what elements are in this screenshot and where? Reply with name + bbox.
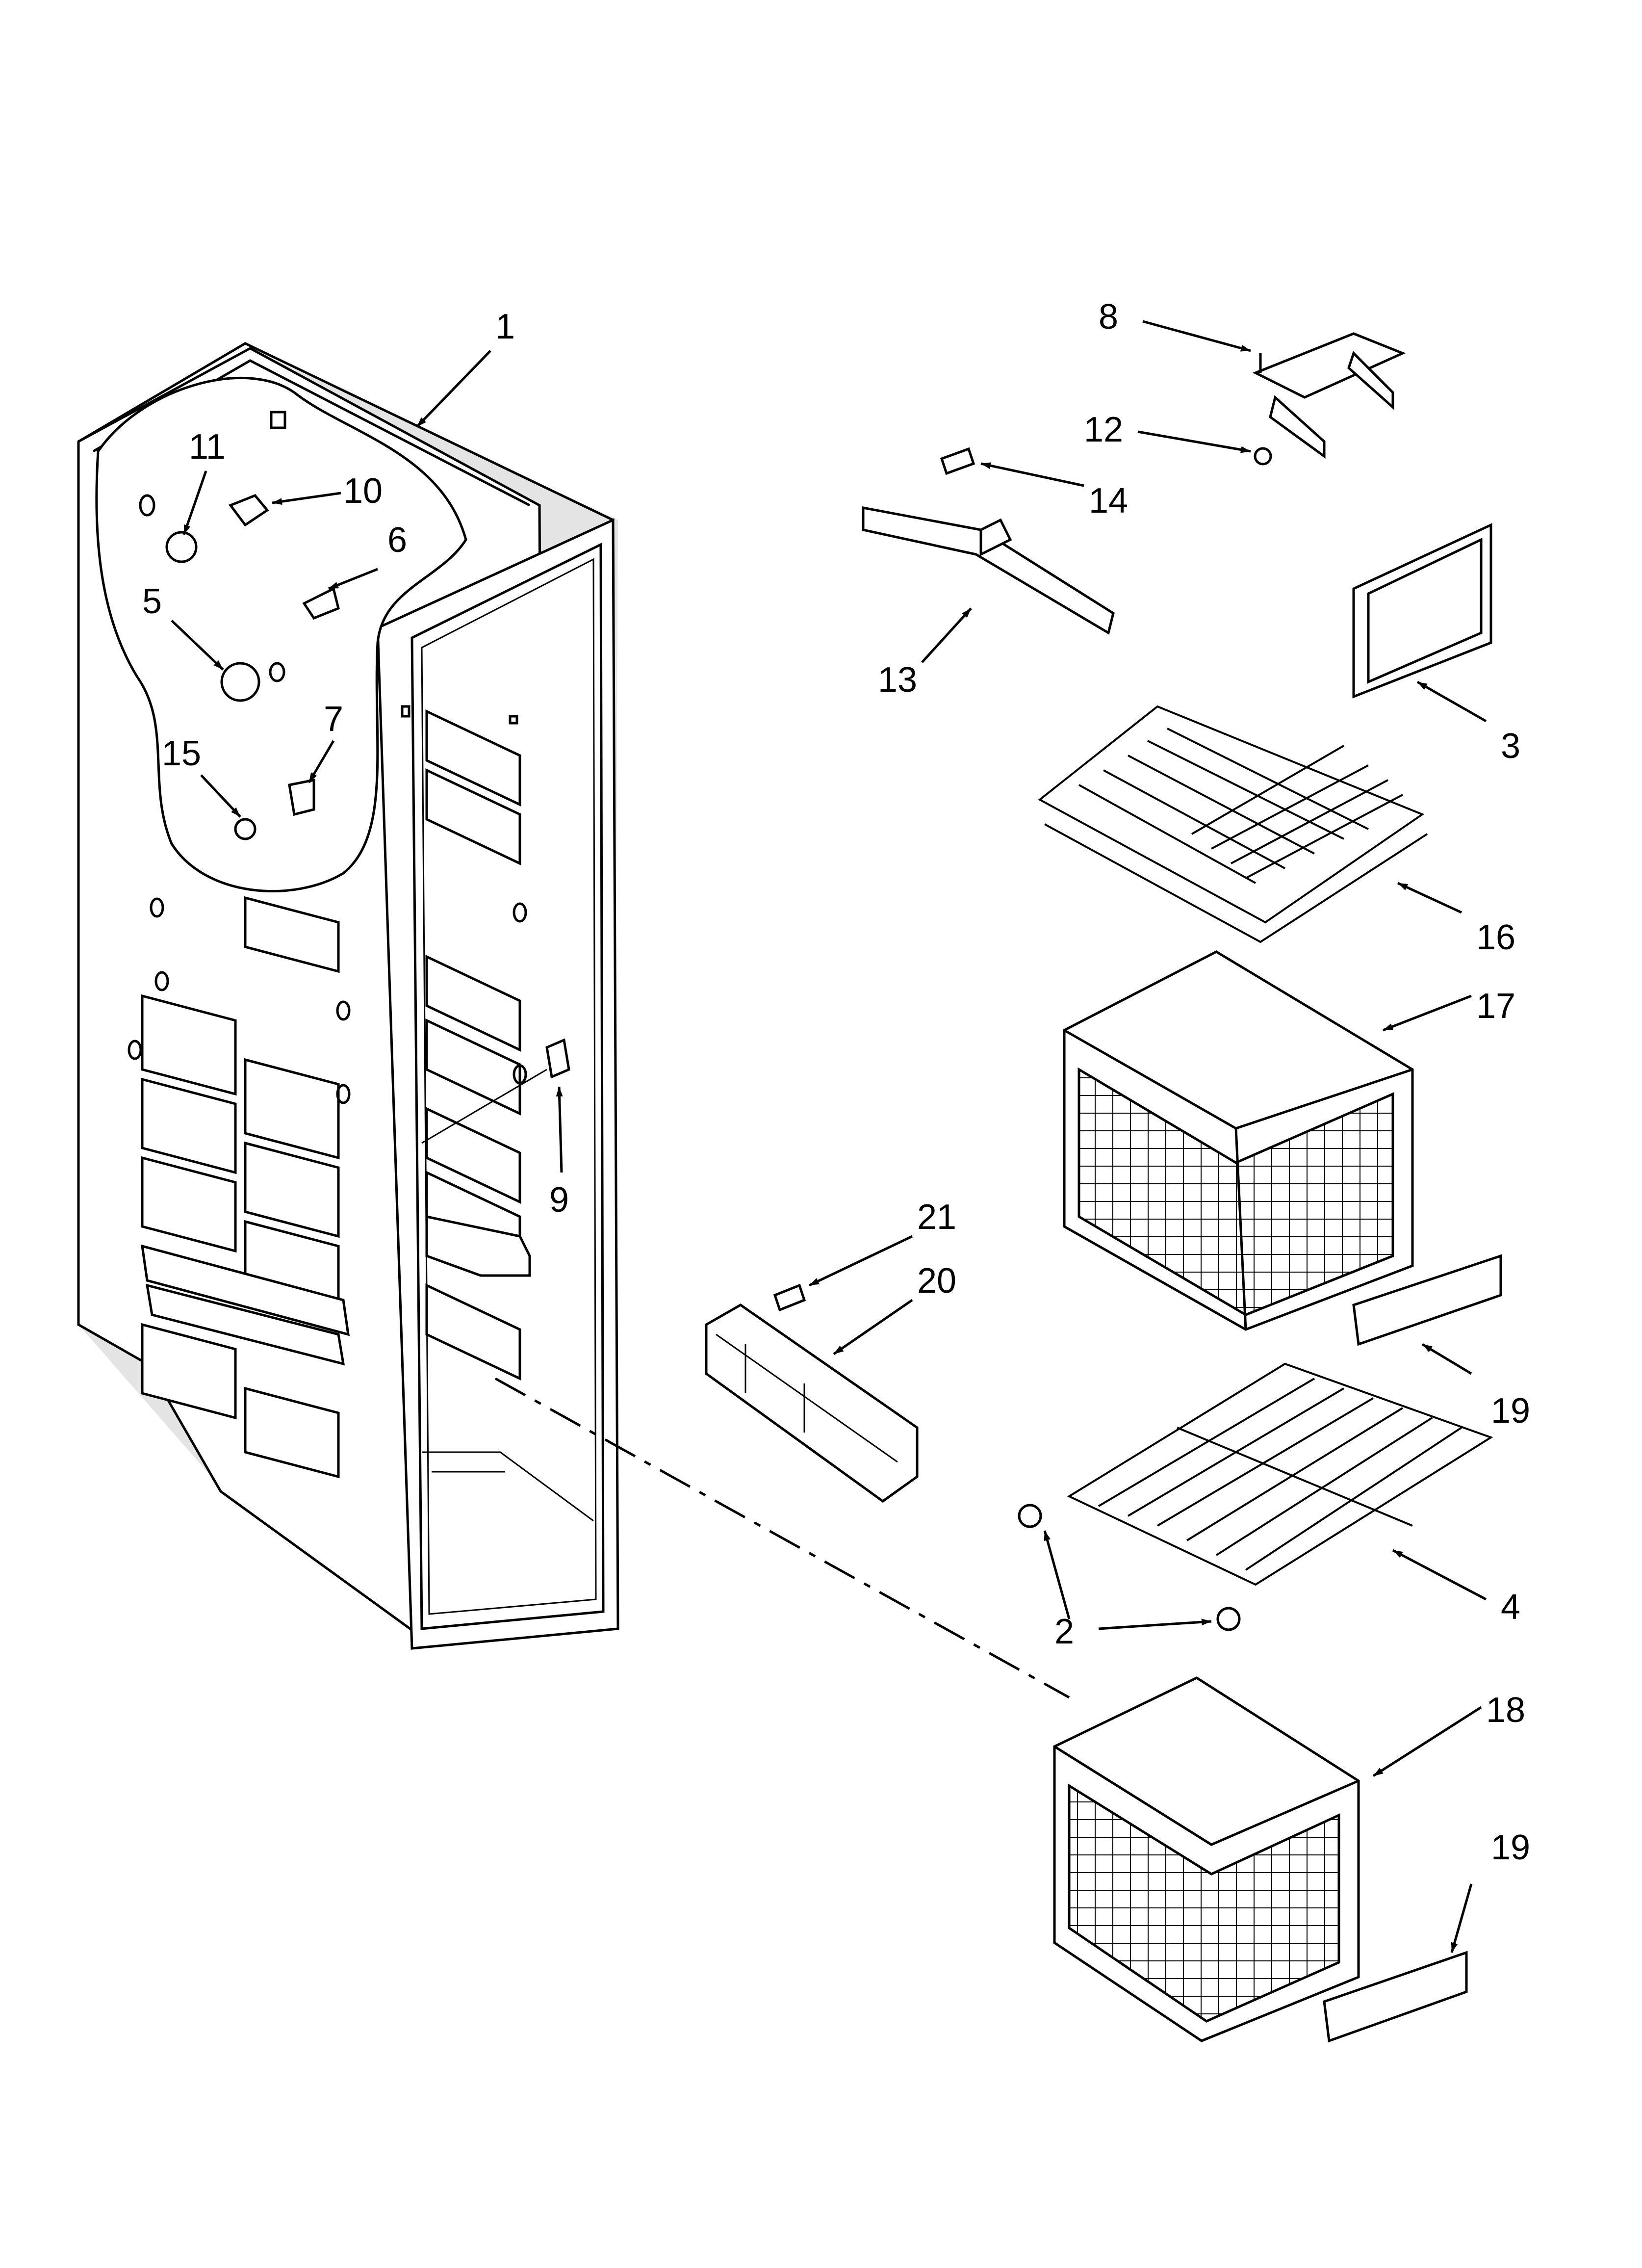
leader-lines (171, 320, 1487, 1953)
callout-19-upper: 19 (1491, 1391, 1530, 1431)
callout-1: 1 (495, 307, 515, 346)
bracket-7 (288, 778, 315, 816)
callout-20: 20 (917, 1261, 956, 1301)
basket-17 (1063, 950, 1414, 1331)
clip-6 (302, 587, 340, 620)
callout-17: 17 (1476, 987, 1515, 1026)
cutaway-components (165, 494, 340, 840)
bracket-20 (705, 1303, 919, 1503)
callout-16: 16 (1476, 918, 1515, 957)
bracket-8 (1252, 332, 1406, 459)
callout-12: 12 (1084, 410, 1123, 449)
callout-3: 3 (1501, 727, 1520, 766)
callout-15: 15 (162, 734, 201, 773)
callout-7: 7 (324, 700, 343, 739)
socket-10 (229, 494, 269, 527)
callout-6: 6 (387, 521, 407, 560)
callout-14: 14 (1089, 481, 1128, 521)
callout-2: 2 (1054, 1612, 1074, 1651)
screw-21 (773, 1283, 806, 1312)
liner-cutaway (95, 377, 467, 892)
callout-8: 8 (1099, 297, 1118, 337)
screw-12 (1254, 447, 1272, 466)
wire-shelf-16 (1038, 705, 1428, 943)
wire-shelf-4 (1067, 1362, 1493, 1586)
strip-19-lower (1323, 1951, 1468, 2043)
callout-11: 11 (189, 427, 226, 467)
basket-18 (1053, 1676, 1360, 2042)
screw-14 (940, 447, 975, 475)
knob-5 (220, 662, 260, 702)
callout-5: 5 (142, 582, 162, 621)
callout-10: 10 (343, 471, 383, 511)
callout-labels: 1 2 3 4 5 6 7 8 9 10 11 12 13 14 15 16 1… (142, 297, 1530, 1867)
callout-4: 4 (1501, 1588, 1520, 1627)
liner-outer-recesses (140, 896, 350, 1479)
stud-2-right (1216, 1607, 1241, 1631)
switch-9 (545, 1038, 570, 1079)
strip-19-upper (1352, 1254, 1502, 1346)
callout-18: 18 (1486, 1691, 1525, 1730)
callout-13: 13 (878, 660, 917, 700)
stud-2-left (1018, 1504, 1042, 1528)
freezer-liner (77, 342, 619, 1650)
tray-3 (1352, 523, 1492, 699)
rail-13 (862, 506, 1115, 635)
callout-19-lower: 19 (1491, 1828, 1530, 1867)
callout-9: 9 (549, 1180, 569, 1220)
callout-21: 21 (917, 1198, 956, 1237)
light-bulb-11 (165, 531, 198, 563)
screw-15 (234, 818, 257, 840)
liner-shelf-slots (425, 709, 521, 1381)
